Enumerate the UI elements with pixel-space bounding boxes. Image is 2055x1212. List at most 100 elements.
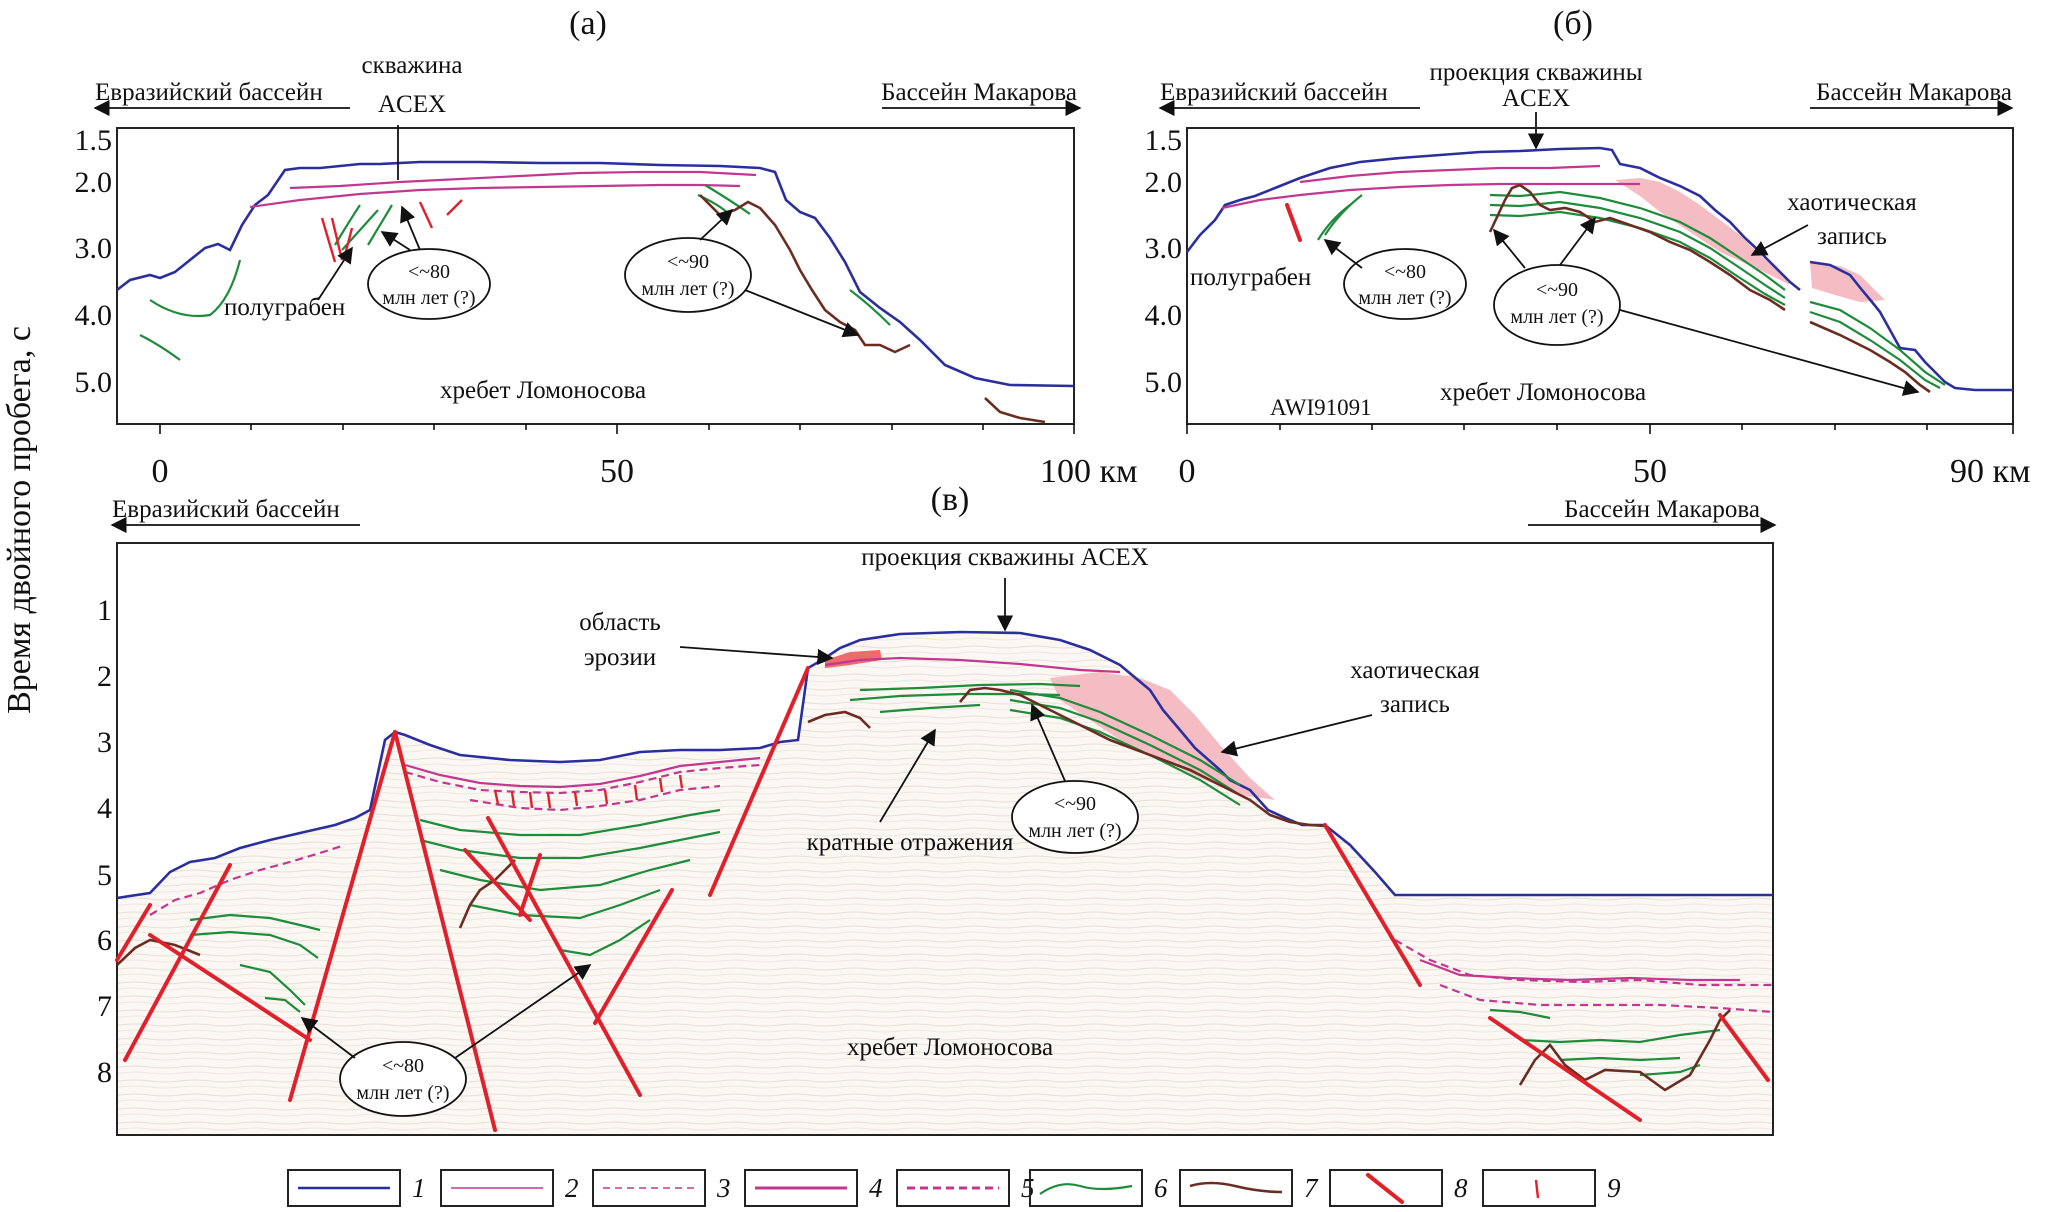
panel-a-frame	[116, 127, 1075, 425]
panel-c-green-14	[1009, 698, 1241, 796]
panel-c-horizon-4b	[404, 756, 761, 789]
panel-b-chaotic-fill-2	[1810, 262, 1885, 302]
panel-a-green-2	[149, 259, 242, 318]
panel-a-ytick-5: 5.0	[75, 366, 113, 399]
panel-c-green-2	[189, 930, 319, 959]
panel-c-frame	[116, 542, 1774, 1136]
panel-c-green-1	[189, 913, 321, 932]
panel-c-green-18	[1559, 1056, 1681, 1062]
panel-c-erosion-line1: область	[579, 609, 661, 636]
panel-b-green-7	[1809, 310, 1941, 389]
panel-c-chaotic-line2: запись	[1380, 691, 1450, 718]
panel-c-green-12	[879, 703, 981, 714]
panel-b-well-label-1: проекция скважины	[1429, 59, 1642, 86]
panel-c-age90-line2: млн лет (?)	[1028, 820, 1121, 842]
panel-c-left-direction: Евразийский бассейн	[112, 496, 340, 523]
panel-b-green-3	[1489, 190, 1786, 291]
panel-c-erosion-arrow	[679, 646, 834, 666]
panel-c-chaotic-line1: хаотическая	[1350, 657, 1480, 684]
panel-c-right-direction: Бассейн Макарова	[1564, 496, 1760, 523]
panel-a-age1-arrow-1	[380, 231, 411, 251]
legend-swatch-9	[1534, 1179, 1540, 1199]
panel-a-age2-line1: <~90	[667, 251, 709, 273]
panel-a-fault-5	[446, 199, 463, 216]
panel-b-profile-id: AWI91091	[1270, 395, 1372, 420]
legend-item-7: 7	[1179, 1169, 1319, 1207]
panel-c-ridge-label: хребет Ломоносова	[847, 1034, 1053, 1061]
panel-b-ridge-label: хребет Ломоносова	[1440, 379, 1646, 406]
panel-b: (б) Евразийский бассейн Бассейн Макарова…	[1145, 5, 2031, 490]
legend-item-4: 4	[744, 1169, 883, 1207]
panel-c-age80-arrow-1	[300, 1017, 356, 1059]
panel-b-ytick-5: 5.0	[1145, 366, 1183, 399]
panel-c-multiples-arrow	[879, 728, 936, 823]
legend-number-9: 9	[1607, 1173, 1621, 1203]
panel-a-right-direction: Бассейн Макарова	[881, 79, 1077, 106]
panel-c-age80-ellipse	[339, 1041, 467, 1117]
panel-b-age2-line1: <~90	[1536, 279, 1578, 301]
panel-a-age2-arrow-1	[699, 208, 734, 241]
panel-c-ytick-6: 6	[97, 924, 112, 957]
panel-b-xtick-2: 50	[1633, 453, 1667, 490]
legend-item-9: 9	[1482, 1169, 1621, 1207]
panel-b-frame	[1186, 127, 2014, 425]
panel-c-horizon-4	[824, 656, 1121, 674]
panel-a-age1-line1: <~80	[408, 261, 450, 283]
panel-b-age2-arrow-3	[1619, 309, 1920, 396]
panel-b-age2-line2: млн лет (?)	[1510, 306, 1603, 328]
panel-b-chaotic-arrow	[1750, 224, 1809, 256]
panel-b-green-6	[1809, 300, 1946, 386]
legend-number-4: 4	[869, 1173, 883, 1203]
legend-item-2: 2	[440, 1169, 579, 1207]
panel-c-title: (в)	[931, 481, 970, 518]
panel-c-age90-ellipse	[1011, 780, 1139, 854]
panel-c: (в) Евразийский бассейн Бассейн Макарова…	[97, 481, 1777, 1136]
legend: 1 2 3 4 5 6 7	[287, 1169, 1621, 1207]
legend-item-8: 8	[1329, 1169, 1468, 1207]
panel-a-ytick-4: 4.0	[75, 299, 113, 332]
panel-b-age1-line1: <~80	[1384, 261, 1426, 283]
panel-b-fault-1	[1285, 203, 1302, 242]
panel-c-small-faults	[493, 774, 684, 809]
panel-a-green-8	[849, 289, 891, 326]
panel-c-green-3	[239, 963, 306, 1006]
panel-c-ytick-1: 1	[97, 594, 112, 627]
panel-a-brown-2	[984, 397, 1046, 424]
legend-item-1: 1	[287, 1169, 426, 1207]
panel-a-green-1	[139, 334, 181, 361]
panel-c-ytick-5: 5	[97, 859, 112, 892]
panel-c-erosion-line2: эрозии	[584, 644, 656, 671]
legend-item-6: 6	[1029, 1169, 1168, 1207]
legend-number-6: 6	[1154, 1173, 1168, 1203]
panel-c-brown-3	[807, 710, 871, 729]
panel-b-title: (б)	[1553, 5, 1593, 42]
panel-c-horizon-5e	[1439, 983, 1774, 1014]
panel-a-left-direction: Евразийский бассейн	[95, 79, 323, 106]
panel-b-horizon-upper	[1299, 164, 1601, 184]
panel-c-green-7	[439, 858, 691, 892]
panel-c-brown-2	[458, 859, 516, 929]
panel-c-age90-line1: <~90	[1054, 793, 1096, 815]
panel-a-ytick-2: 2.0	[75, 166, 113, 199]
panel-a-age1-line2: млн лет (?)	[382, 287, 475, 309]
panel-c-brown-5	[1518, 1009, 1731, 1092]
panel-c-horizon-5d	[1394, 939, 1773, 987]
panel-b-chaotic-line1: хаотическая	[1787, 189, 1917, 216]
panel-b-halfgraben-label: полуграбен	[1190, 264, 1311, 291]
panel-c-age90-arrow	[1030, 703, 1066, 782]
panel-b-age2-arrow-2	[1559, 216, 1596, 266]
panel-c-well-label: проекция скважины ACEX	[861, 544, 1148, 571]
panel-b-age2-ellipse	[1493, 264, 1621, 346]
panel-c-horizon-5c	[469, 784, 721, 812]
panel-b-age1-arrow	[1323, 239, 1363, 269]
panel-c-green-4	[264, 996, 301, 1013]
panel-a-halfgraben-label: полуграбен	[224, 294, 345, 321]
panel-b-right-direction: Бассейн Макарова	[1816, 79, 2012, 106]
panel-a-xtick-2: 50	[600, 453, 634, 490]
panel-b-brown-2	[1809, 320, 1931, 394]
panel-c-ytick-8: 8	[97, 1056, 112, 1089]
legend-number-5: 5	[1021, 1173, 1035, 1203]
panel-a-halfgraben-arrow	[317, 246, 353, 301]
panel-b-ytick-1: 1.5	[1145, 124, 1183, 157]
